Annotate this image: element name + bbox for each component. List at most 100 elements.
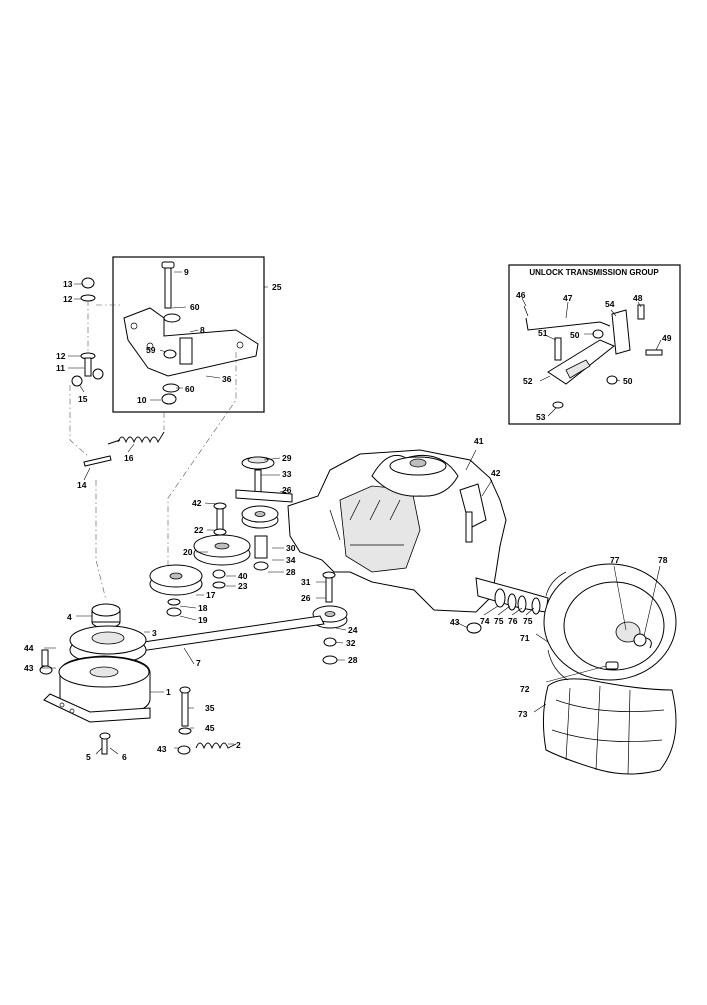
nut-50-bottom	[606, 375, 618, 385]
axle-washer-75	[507, 593, 517, 611]
label-6: 6	[122, 752, 127, 762]
pulley-20-hub	[214, 542, 230, 550]
label-40: 40	[238, 571, 248, 581]
clutch-leaders	[40, 615, 234, 755]
bolt-9-shank	[164, 267, 172, 309]
bracket-leaders	[150, 271, 268, 401]
label-5: 5	[86, 752, 91, 762]
hub-4-top	[91, 603, 121, 617]
nut-43-right	[466, 622, 482, 634]
label-23: 23	[238, 581, 248, 591]
washer-22	[213, 528, 227, 536]
label-9: 9	[184, 267, 189, 277]
wheel-assembly: 77 78 71 72 73	[518, 555, 677, 775]
tire-tread	[551, 685, 665, 775]
clip-15a	[71, 375, 83, 387]
axle-bushing-76	[517, 595, 527, 613]
bolt-49	[645, 349, 663, 356]
clutch-base-plate	[43, 693, 151, 723]
inset-label-47: 47	[563, 293, 573, 303]
inset-label-46: 46	[516, 290, 526, 300]
label-71: 71	[520, 633, 530, 643]
bracket-group-frame	[112, 256, 265, 413]
label-29: 29	[282, 453, 292, 463]
inset-label-48: 48	[633, 293, 643, 303]
clip-15b	[92, 368, 104, 380]
spring-2	[195, 742, 237, 750]
nut-43-left	[39, 665, 53, 675]
bracket-hole	[146, 342, 154, 350]
nut-40	[212, 569, 226, 579]
transaxle-ribs	[329, 499, 404, 546]
assembly-lines	[69, 300, 237, 601]
spacer-32	[323, 637, 337, 647]
washer-18	[167, 598, 181, 606]
label-75b: 75	[523, 616, 533, 626]
label-15: 15	[78, 394, 88, 404]
bolt-42-right	[465, 511, 473, 543]
label-2: 2	[236, 740, 241, 750]
plate-hole	[69, 708, 75, 714]
bolt-33	[254, 469, 262, 495]
bracket-hole	[236, 341, 244, 349]
label-74: 74	[480, 616, 490, 626]
label-32: 32	[346, 638, 356, 648]
transaxle-leaders	[331, 449, 535, 661]
label-3: 3	[152, 628, 157, 638]
label-34: 34	[286, 555, 296, 565]
nut-13	[81, 277, 95, 289]
inset-label-51: 51	[538, 328, 548, 338]
label-42-left: 42	[192, 498, 202, 508]
label-72: 72	[520, 684, 530, 694]
label-13: 13	[63, 279, 73, 289]
inset-label-52: 52	[523, 376, 533, 386]
label-59: 59	[146, 345, 156, 355]
pin-11	[84, 357, 92, 377]
label-33: 33	[282, 469, 292, 479]
label-19: 19	[198, 615, 208, 625]
label-77: 77	[610, 555, 620, 565]
spacer-8	[179, 337, 193, 365]
label-24: 24	[348, 625, 358, 635]
label-35: 35	[205, 703, 215, 713]
nut-43-bottom	[177, 745, 191, 755]
bolt-72	[605, 661, 619, 670]
unlock-rod	[525, 317, 611, 331]
label-43-right: 43	[450, 617, 460, 627]
screw-5-head	[99, 732, 111, 740]
washer-59	[163, 349, 177, 359]
pulley-24-hub	[324, 611, 336, 617]
label-10: 10	[137, 395, 147, 405]
label-26-lower: 26	[301, 593, 311, 603]
input-pulley-hub	[409, 458, 427, 468]
transaxle: 41 42	[287, 436, 549, 661]
spacer-34	[254, 535, 268, 559]
label-41: 41	[474, 436, 484, 446]
bolt-9-head	[161, 261, 175, 269]
screw-48	[637, 304, 645, 320]
nut-10	[161, 393, 177, 405]
nut-28	[253, 561, 269, 571]
unlock-lever-slot	[565, 359, 591, 379]
bolt-51	[554, 337, 562, 361]
bracket-hole	[130, 322, 138, 330]
label-60: 60	[190, 302, 200, 312]
label-7: 7	[196, 658, 201, 668]
label-12: 12	[63, 294, 73, 304]
label-45: 45	[205, 723, 215, 733]
label-44: 44	[24, 643, 34, 653]
label-16: 16	[124, 453, 134, 463]
clutch-assembly: 4 3 44 43 1 35 45 43 2 5 6	[24, 603, 241, 762]
spring-16	[117, 431, 165, 444]
pin-14	[83, 455, 112, 467]
label-76: 76	[508, 616, 518, 626]
wheel-leaders	[533, 565, 661, 713]
electric-clutch-hub	[89, 666, 119, 678]
label-20: 20	[183, 547, 193, 557]
nut-53	[552, 401, 564, 409]
plate-hole	[59, 702, 65, 708]
label-12b: 12	[56, 351, 66, 361]
nut-50-top	[592, 329, 604, 339]
belt-leader	[183, 647, 195, 665]
label-17: 17	[206, 590, 216, 600]
